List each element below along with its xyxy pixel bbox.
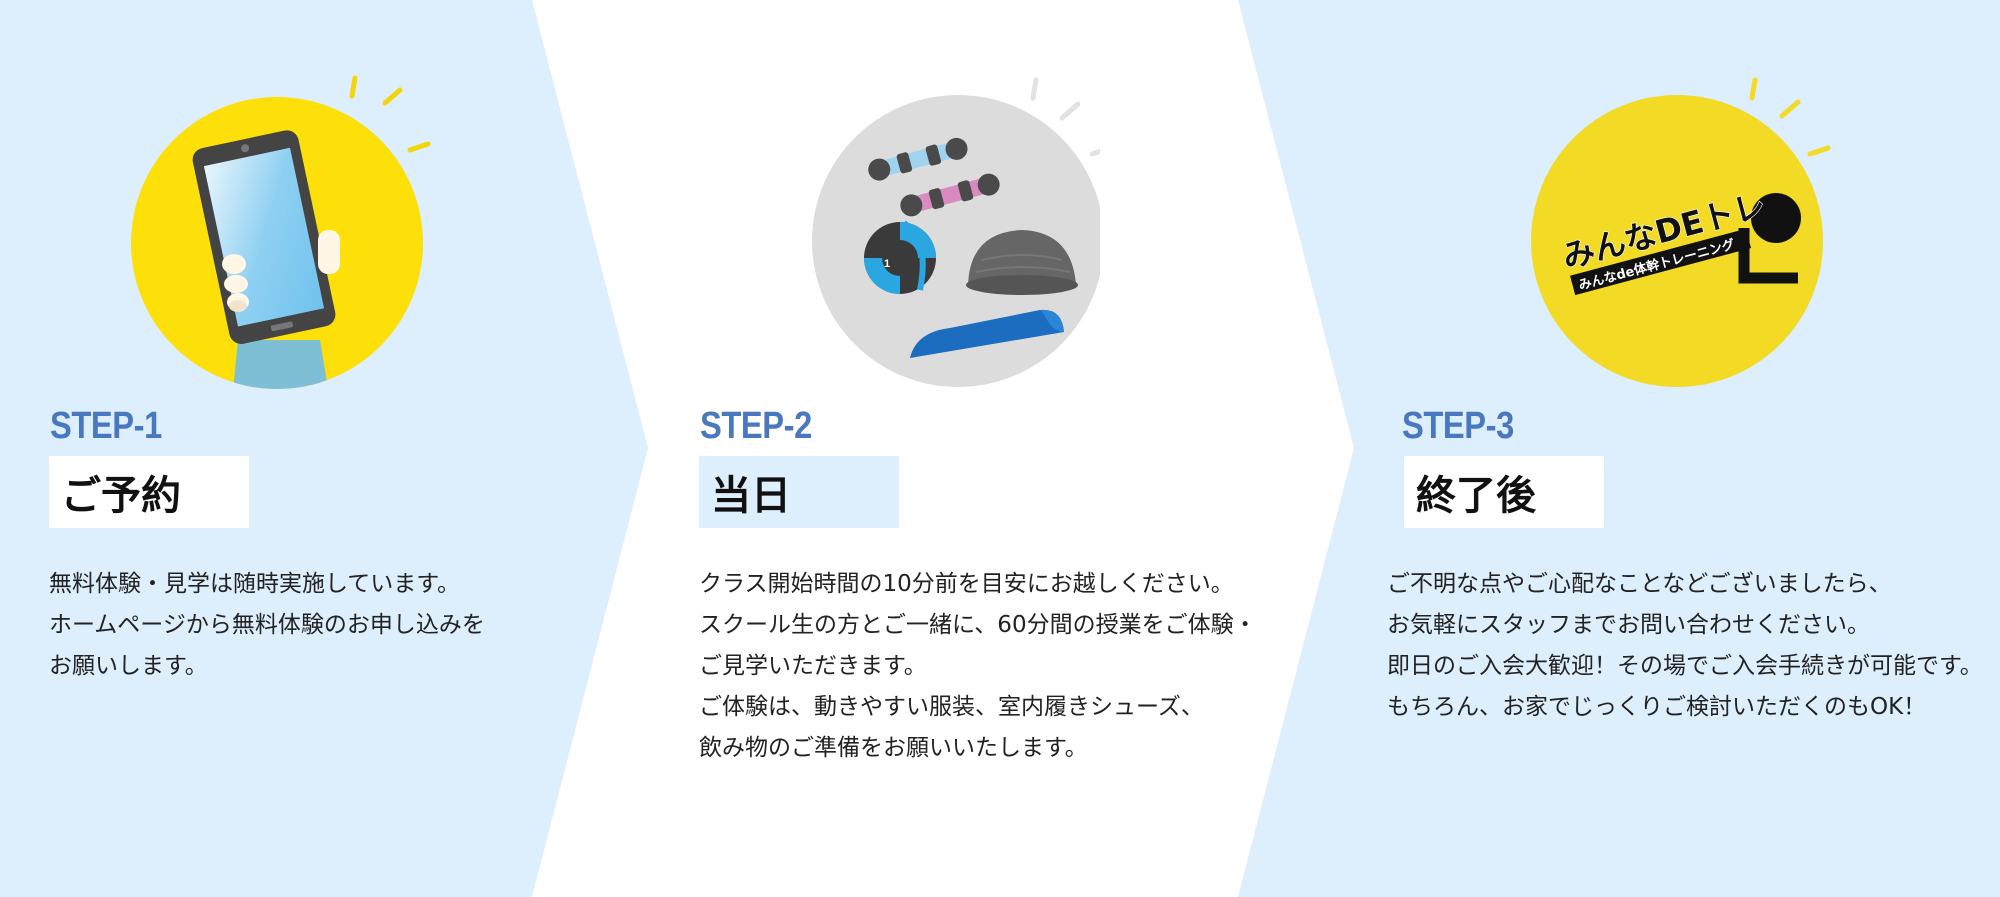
step-description: 無料体験・見学は随時実施しています。 ホームページから無料体験のお申し込みを お… (49, 564, 485, 687)
smartphone-in-hand-icon (131, 75, 431, 389)
svg-text:1: 1 (884, 258, 890, 270)
step-2: 1 STEP-2 当日 クラス開始時間の10分前を目安にお越しください。 スクー… (640, 0, 1260, 897)
step-title-box: 終了後 (1404, 456, 1604, 528)
description-line: ご見学いただきます。 (699, 653, 927, 679)
step-title-box: ご予約 (49, 456, 249, 528)
step-title: 当日 (711, 473, 791, 519)
step-label: STEP-2 (700, 405, 812, 447)
description-line: スクール生の方とご一緒に、60分間の授業をご体験・ (699, 612, 1257, 638)
description-line: ホームページから無料体験のお申し込みを (49, 612, 485, 638)
description-line: 無料体験・見学は随時実施しています。 (49, 571, 461, 597)
step-title-box: 当日 (699, 456, 899, 528)
description-line: もちろん、お家でじっくりご検討いただくのもOK！ (1387, 694, 1927, 720)
description-line: クラス開始時間の10分前を目安にお越しください。 (699, 571, 1234, 597)
minna-de-tore-logo-icon: みんなDEトレ みんなde体幹トレーニング (1531, 77, 1831, 387)
description-line: 即日のご入会大歓迎！その場でご入会手続きが可能です。 (1387, 653, 1983, 679)
description-line: 飲み物のご準備をお願いいたします。 (699, 735, 1088, 761)
description-line: ご体験は、動きやすい服装、室内履きシューズ、 (699, 694, 1204, 720)
step-1: STEP-1 ご予約 無料体験・見学は随時実施しています。 ホームページから無料… (0, 0, 640, 897)
description-line: ご不明な点やご心配なことなどございましたら、 (1387, 571, 1892, 597)
step-description: クラス開始時間の10分前を目安にお越しください。 スクール生の方とご一緒に、60… (699, 564, 1257, 769)
description-line: お願いします。 (49, 653, 208, 679)
step-description: ご不明な点やご心配なことなどございましたら、 お気軽にスタッフまでお問い合わせく… (1387, 564, 1983, 728)
training-equipment-icon: 1 (812, 77, 1100, 387)
step-title: ご予約 (61, 473, 181, 519)
step-label: STEP-1 (50, 405, 162, 447)
step-label: STEP-3 (1402, 405, 1514, 447)
step-title: 終了後 (1416, 473, 1536, 519)
step-3: みんなDEトレ みんなde体幹トレーニング STEP-3 終了後 ご不明な点やご… (1340, 0, 2000, 897)
description-line: お気軽にスタッフまでお問い合わせください。 (1387, 612, 1870, 638)
